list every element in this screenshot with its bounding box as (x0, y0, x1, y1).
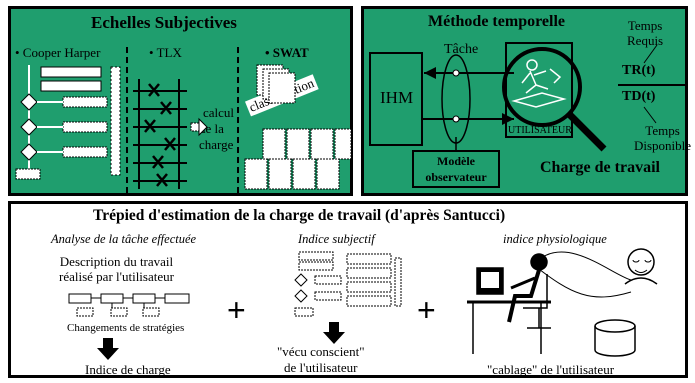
observer-face-icon (627, 248, 655, 276)
col1-desc-line-2: réalisé par l'utilisateur (59, 269, 174, 284)
ihm-label: IHM (380, 88, 414, 107)
ihm-box (369, 52, 423, 146)
col1-desc-line-1: Description du travail (59, 254, 174, 269)
temps-requis-line-2: Requis (627, 33, 664, 48)
trepied-title: Trépied d'estimation de la charge de tra… (93, 207, 506, 224)
down-arrow-1 (97, 338, 119, 360)
down-arrow-2 (323, 322, 345, 344)
tache-loop (441, 54, 471, 144)
temps-requis-line-1: Temps (627, 18, 663, 33)
col1-result: Indice de charge (85, 362, 171, 377)
calcul-line-3: charge (199, 137, 234, 152)
col1-heading: Analyse de la tâche effectuée (51, 232, 197, 246)
task-flow (68, 293, 190, 317)
tlx-label: • TLX (149, 45, 182, 60)
temporal-method-panel: Méthode temporelle Temps Requis Tâche IH… (361, 6, 691, 196)
col2-result: "vécu conscient" de l'utilisateur (277, 344, 365, 376)
temps-disponible-label: Temps Disponible (634, 123, 691, 153)
col2-heading: Indice subjectif (298, 232, 375, 246)
trepied-panel: Trépied d'estimation de la charge de tra… (8, 201, 688, 378)
col1-description: Description du travail réalisé par l'uti… (59, 254, 174, 284)
utilisateur-label: UTILISATEUR (508, 125, 572, 136)
tr-label: TR(t) (622, 63, 656, 78)
tlx-scales (133, 79, 187, 189)
charge-de-travail-label: Charge de travail (540, 159, 660, 176)
tache-label: Tâche (444, 42, 479, 57)
temps-dispo-line-1: Temps (645, 123, 680, 138)
col2-result-line-1: "vécu conscient" (277, 344, 365, 359)
trepied-diagram (68, 248, 658, 360)
panel-title: Méthode temporelle (428, 13, 565, 30)
swat-label: • SWAT (265, 45, 309, 60)
col1-changes: Changements de stratégies (67, 322, 185, 334)
magnifier-icon (502, 47, 607, 152)
swat-cards (244, 64, 352, 190)
col3-result: "cablage" de l'utilisateur (487, 362, 615, 377)
tlx-marks (144, 83, 176, 187)
mini-scale-tree (294, 251, 402, 317)
temps-dispo-line-2: Disponible (634, 138, 692, 153)
cooper-harper-label: • Cooper Harper (15, 45, 101, 60)
cooper-harper-tree (15, 65, 121, 180)
calcul-arrow (190, 117, 208, 137)
subjective-scales-diagram (15, 47, 352, 194)
temporal-method-diagram (369, 42, 686, 152)
col3-heading: indice physiologique (503, 232, 607, 246)
modele-observateur-box: Modèle observateur (412, 150, 500, 188)
panel-title: Echelles Subjectives (91, 13, 237, 32)
modele-line-2: observateur (425, 170, 487, 184)
plus-sign-2: + (417, 292, 436, 328)
temps-requis-label: Temps Requis (627, 18, 663, 48)
td-label: TD(t) (622, 89, 656, 104)
col2-result-line-2: de l'utilisateur (284, 360, 358, 375)
calcul-line-1: calcul (203, 105, 235, 120)
physiological-scene (467, 248, 658, 357)
modele-line-1: Modèle (437, 154, 475, 168)
subjective-scales-panel: Echelles Subjectives • Cooper Harper • T… (8, 6, 353, 196)
plus-sign-1: + (227, 292, 246, 328)
